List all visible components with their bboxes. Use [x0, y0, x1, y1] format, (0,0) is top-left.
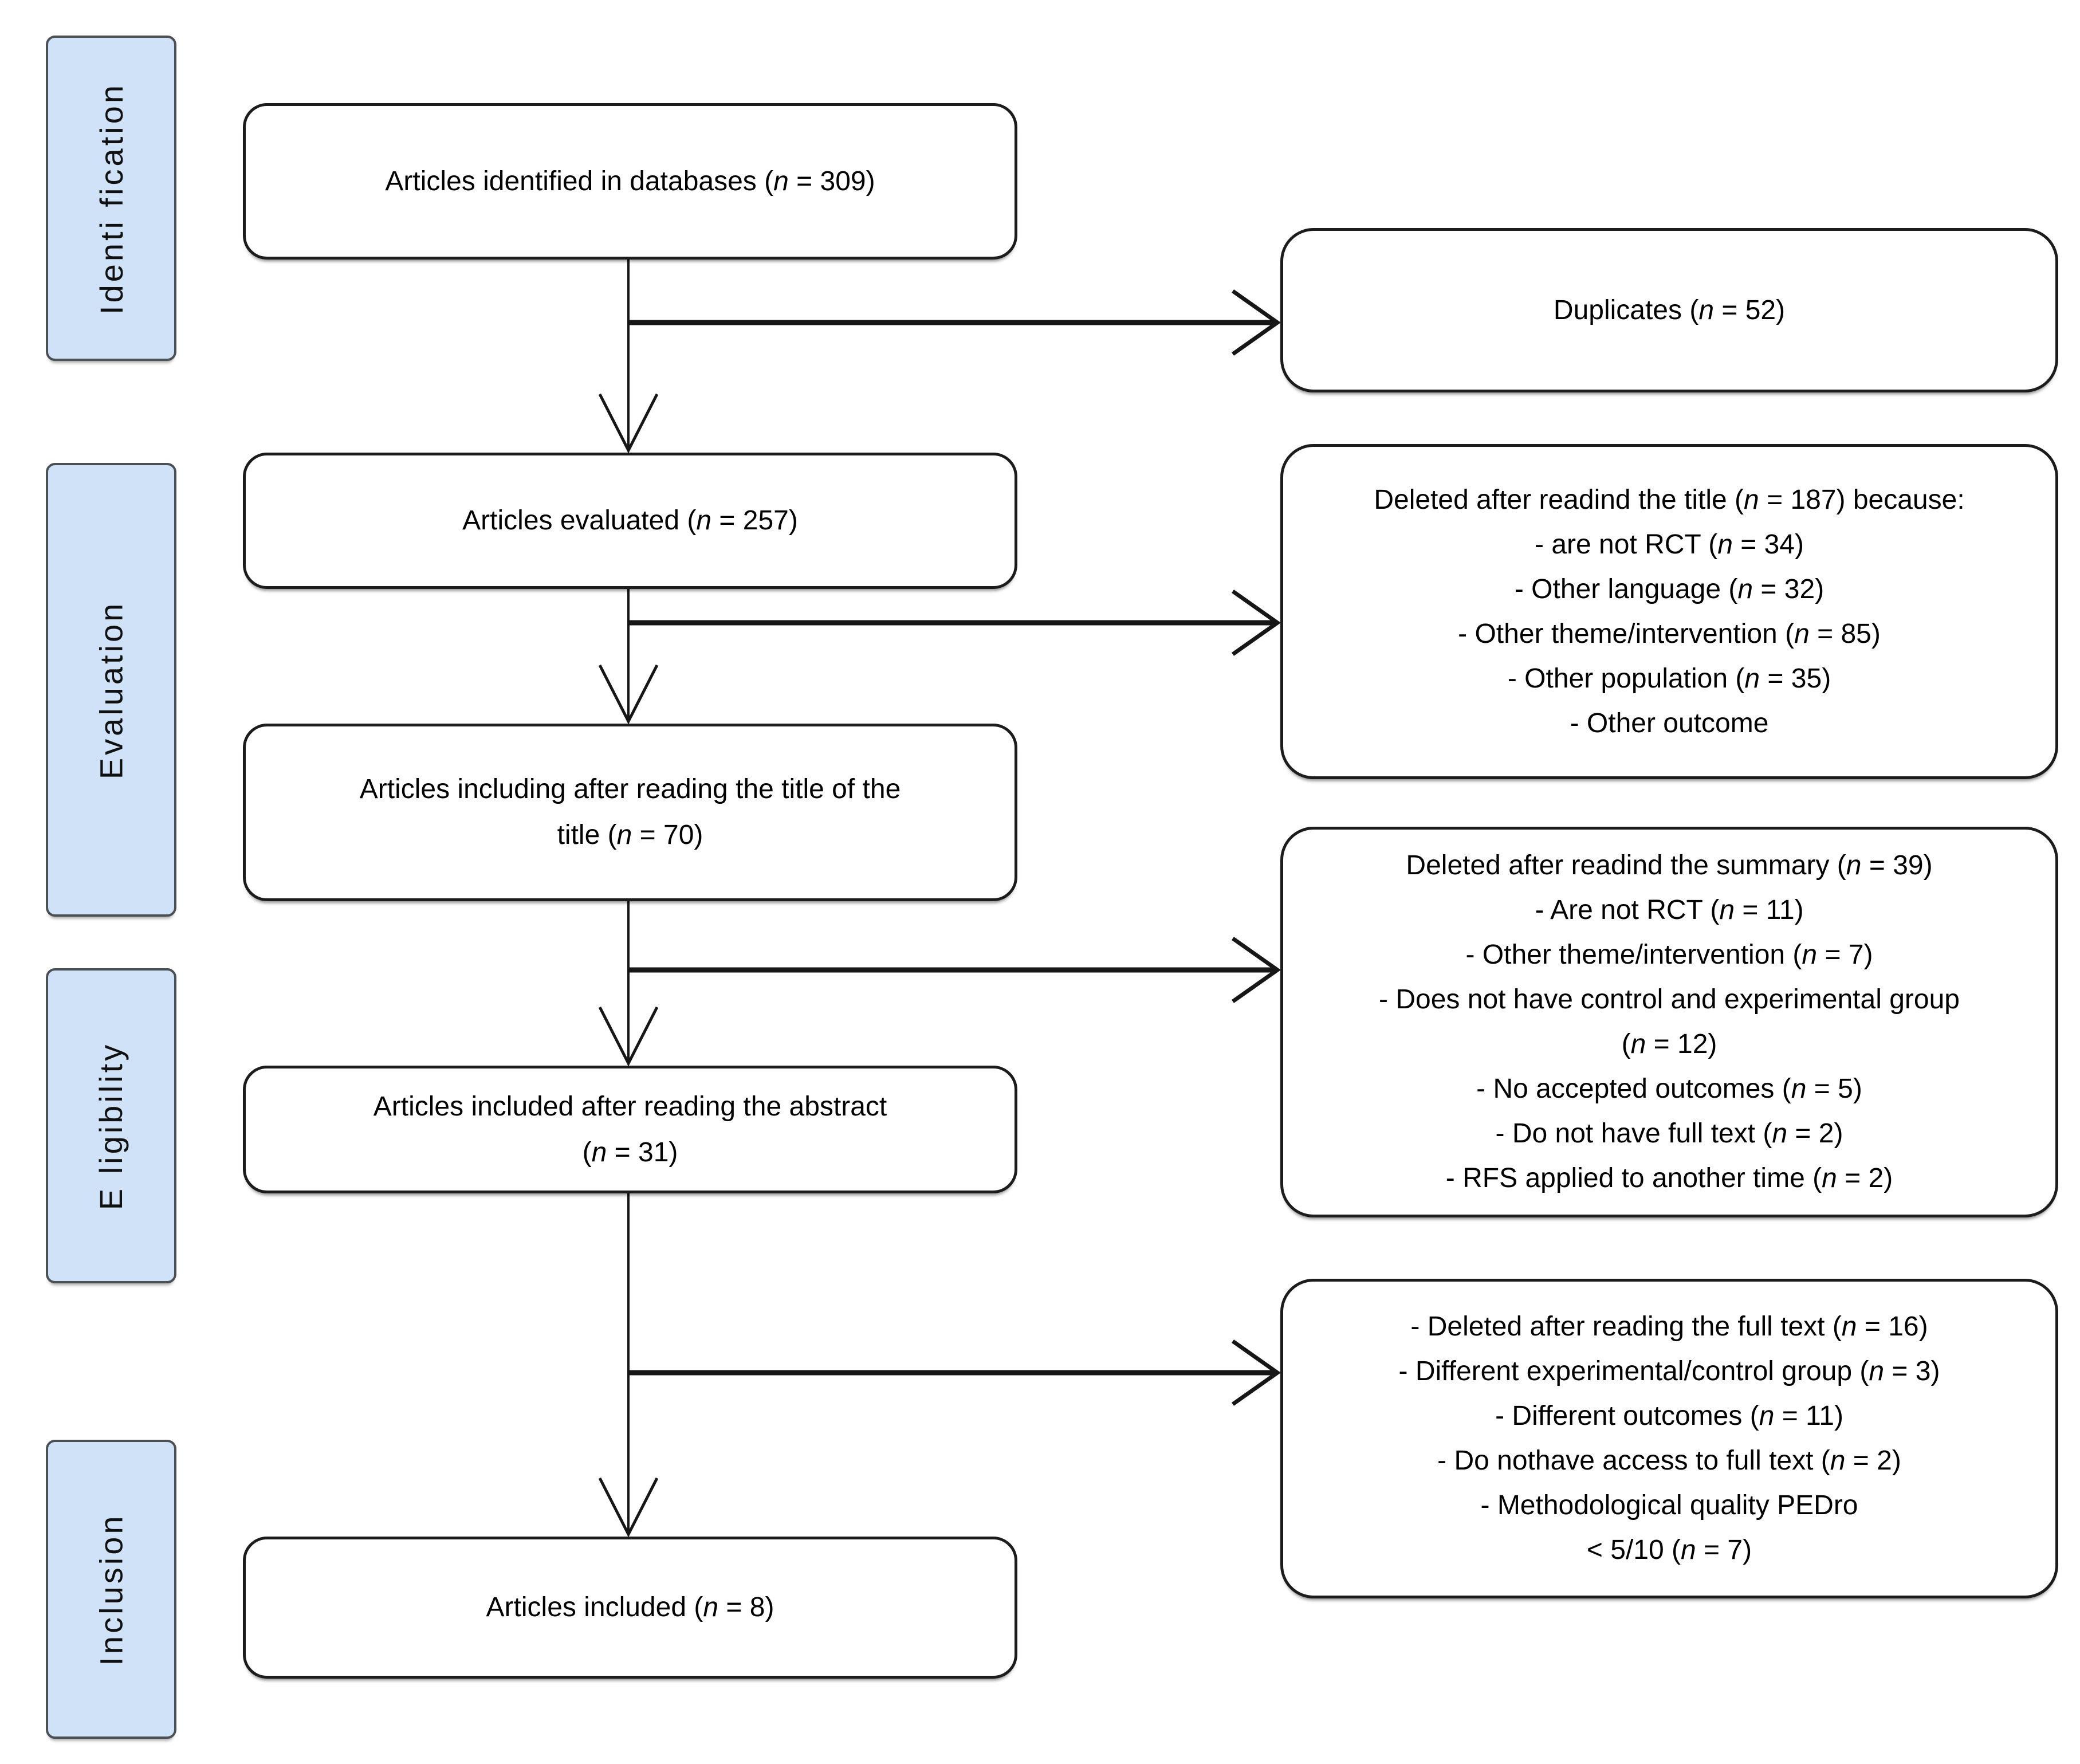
exclusion-box-deleted-after-summary: Deleted after readind the summary (n = 3…	[1280, 827, 2058, 1217]
stage-inclusion: Inclusion	[46, 1440, 176, 1739]
arrow-to-duplicates	[628, 289, 1281, 356]
flow-box-included-after-title: Articles including after reading the tit…	[243, 724, 1017, 901]
stage-identification-label: Identi fication	[93, 82, 129, 315]
stage-identification: Identi fication	[46, 36, 176, 361]
arrow-to-fulltext-deleted	[628, 1339, 1281, 1406]
flow-box-included-after-abstract: Articles included after reading the abst…	[243, 1066, 1017, 1193]
stage-evaluation-label: Evaluation	[93, 600, 129, 779]
arrow-to-title-deleted	[628, 590, 1281, 656]
arrow-title-to-abstract	[598, 901, 659, 1067]
flow-box-identified: Articles identified in databases (n = 30…	[243, 103, 1017, 260]
arrow-identified-to-evaluated	[598, 260, 659, 454]
stage-eligibility-label: E ligibility	[93, 1042, 129, 1210]
flow-box-included-final: Articles included (n = 8)	[243, 1537, 1017, 1679]
arrow-abstract-to-included	[598, 1193, 659, 1538]
arrow-evaluated-to-title	[598, 589, 659, 725]
exclusion-box-duplicates: Duplicates (n = 52)	[1280, 228, 2058, 392]
flow-box-evaluated: Articles evaluated (n = 257)	[243, 453, 1017, 589]
stage-eligibility: E ligibility	[46, 968, 176, 1283]
stage-inclusion-label: Inclusion	[93, 1512, 129, 1666]
exclusion-box-deleted-after-fulltext: - Deleted after reading the full text (n…	[1280, 1279, 2058, 1598]
arrow-to-summary-deleted	[628, 937, 1281, 1003]
stage-evaluation: Evaluation	[46, 463, 176, 917]
exclusion-box-deleted-after-title: Deleted after readind the title (n = 187…	[1280, 444, 2058, 779]
